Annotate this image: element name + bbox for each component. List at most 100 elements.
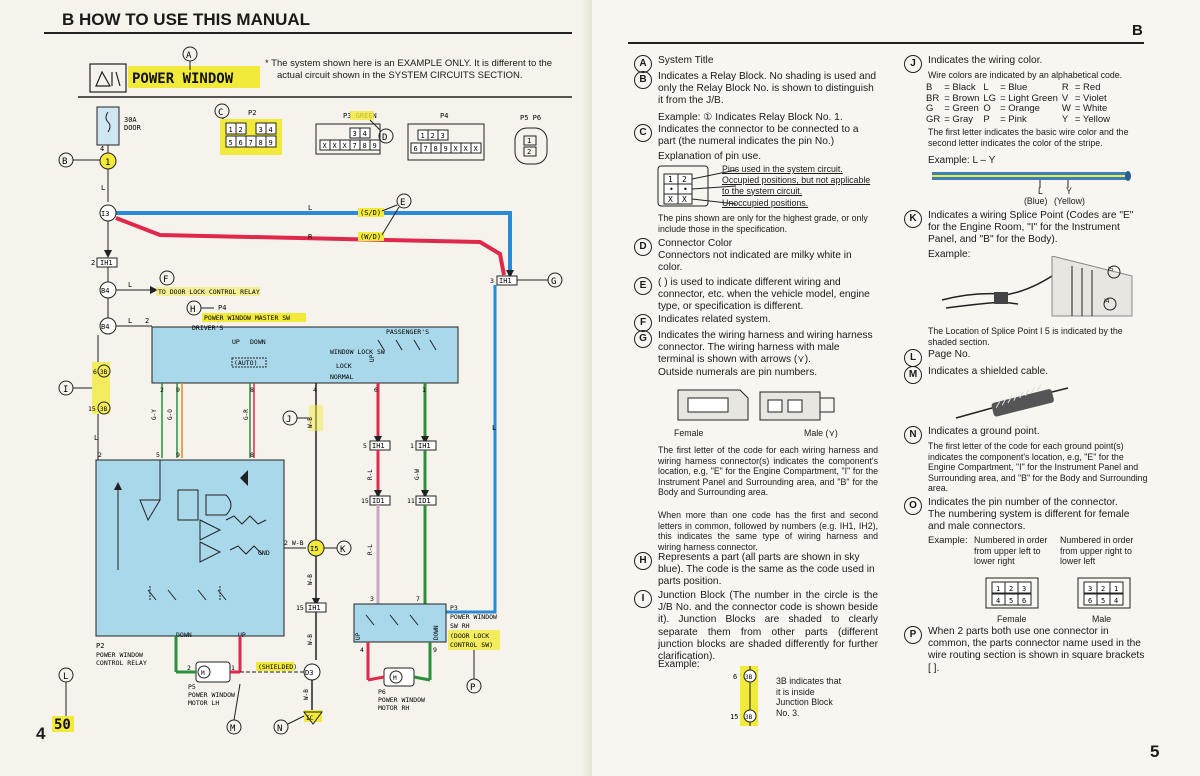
svg-text:3B: 3B xyxy=(100,369,108,376)
pin-number: 6 xyxy=(1088,597,1092,605)
entry-m: M Indicates a shielded cable. xyxy=(904,366,1148,384)
svg-text:8: 8 xyxy=(250,386,254,394)
svg-text:(W/D): (W/D) xyxy=(360,233,381,241)
svg-text:(AUTO): (AUTO) xyxy=(234,359,257,367)
svg-text:WINDOW LOCK SW: WINDOW LOCK SW xyxy=(330,348,385,356)
entry-j: J Indicates the wiring color. xyxy=(904,55,1148,73)
svg-text:1: 1 xyxy=(105,158,110,168)
svg-text:IH1: IH1 xyxy=(308,604,321,612)
svg-text:R: R xyxy=(308,233,313,241)
svg-text:2 W-B: 2 W-B xyxy=(284,539,304,547)
svg-text:IC: IC xyxy=(306,715,314,722)
pin-number: 8 xyxy=(434,145,438,153)
pin-number: 1 xyxy=(421,132,425,140)
female-connector-label: Female xyxy=(997,614,1027,624)
pin-cell xyxy=(265,135,277,148)
svg-text:POWER WINDOW MASTER SW: POWER WINDOW MASTER SW xyxy=(204,314,290,322)
pin-number: 4 xyxy=(996,597,1000,605)
pin-number: 6 xyxy=(1022,597,1026,605)
svg-text:D3: D3 xyxy=(305,669,313,677)
pin-number: 9 xyxy=(444,145,448,153)
svg-text:X: X xyxy=(668,195,673,204)
svg-text:W-B: W-B xyxy=(303,689,310,700)
svg-text:1: 1 xyxy=(410,442,414,450)
fuse-30a: 30A xyxy=(124,116,137,124)
pin-number: 2 xyxy=(239,126,243,134)
callout-k: K xyxy=(340,545,346,555)
pin-number: 4 xyxy=(363,130,367,138)
svg-text:P5: P5 xyxy=(188,683,196,691)
pin-number: 5 xyxy=(1009,597,1013,605)
svg-text:DOWN: DOWN xyxy=(433,625,440,640)
svg-text:W-B: W-B xyxy=(307,417,314,428)
wire-color-cell: Y xyxy=(1061,113,1069,125)
svg-text:P3: P3 xyxy=(450,604,458,612)
svg-text:M: M xyxy=(201,670,205,677)
pin-number: 1 xyxy=(996,585,1000,593)
pin-number: X xyxy=(333,142,338,150)
svg-text:2: 2 xyxy=(527,148,531,156)
svg-text:L: L xyxy=(94,434,98,442)
callout-i: I xyxy=(63,385,68,395)
entry-n: N Indicates a ground point. xyxy=(904,426,1148,444)
pin-number: 9 xyxy=(373,142,377,150)
svg-text:3B: 3B xyxy=(100,406,108,413)
wire-color-cell: B xyxy=(926,82,933,93)
svg-text:UP: UP xyxy=(232,338,240,346)
svg-text:W-B: W-B xyxy=(307,574,314,585)
pin-number: 1 xyxy=(1114,585,1118,593)
wire-color-cell: V xyxy=(1061,92,1069,104)
entry-l: L Page No. xyxy=(904,349,1148,367)
svg-text:ID1: ID1 xyxy=(418,497,431,505)
svg-text:X: X xyxy=(682,195,687,204)
pin-cell xyxy=(265,122,277,135)
pin-number: 7 xyxy=(249,139,253,147)
wire-color-cell: L xyxy=(983,82,989,93)
splice-i5: I5 xyxy=(1108,266,1114,273)
callout-h: H xyxy=(190,305,195,315)
entry-b: B Indicates a Relay Block. No shading is… xyxy=(634,71,878,124)
svg-text:3B: 3B xyxy=(745,674,753,681)
callout-c: C xyxy=(218,108,223,118)
wire-color-cell: = Violet xyxy=(1074,92,1107,104)
svg-text:UP: UP xyxy=(355,632,362,640)
wire-color-cell: P xyxy=(983,113,990,125)
svg-text:SW RH: SW RH xyxy=(450,622,470,630)
svg-text:LOCK: LOCK xyxy=(336,362,352,370)
pin-use-3: Unoccupied positions. xyxy=(722,198,809,208)
svg-text:15: 15 xyxy=(730,713,738,721)
svg-text:8: 8 xyxy=(250,451,254,459)
harness-connector-illustration xyxy=(677,389,835,421)
svg-text:11: 11 xyxy=(407,497,415,505)
jb-example-note: 3B indicates that it is inside Junction … xyxy=(776,676,842,718)
svg-text:GND: GND xyxy=(258,549,270,557)
svg-text:G-W: G-W xyxy=(414,469,421,480)
wire-color-cell: O xyxy=(983,103,991,114)
callout-g: G xyxy=(551,277,556,287)
svg-text:9: 9 xyxy=(176,451,180,459)
svg-text:IH1: IH1 xyxy=(499,277,512,285)
svg-text:•: • xyxy=(683,185,688,194)
svg-text:CONTROL SW): CONTROL SW) xyxy=(450,641,493,649)
svg-text:I3: I3 xyxy=(101,210,109,218)
entry-g: G Indicates the wiring harness and wirin… xyxy=(634,330,878,379)
callout-p: P xyxy=(470,683,476,693)
svg-text:UP: UP xyxy=(369,354,376,362)
harness-code-note-2: When more than one code has the first an… xyxy=(658,510,878,552)
wire-color-note: The first letter indicates the basic wir… xyxy=(928,127,1129,148)
entry-e: E ( ) is used to indicate different wiri… xyxy=(634,277,878,314)
callout-d: D xyxy=(382,133,387,143)
wire-example-illustration xyxy=(932,171,1131,188)
pin-cell xyxy=(359,127,371,139)
wire-color-cell: = White xyxy=(1074,103,1108,114)
svg-text:L: L xyxy=(308,204,312,212)
svg-text:P2: P2 xyxy=(96,642,104,650)
wire-color-cell: R xyxy=(1061,82,1069,93)
callout-f: F xyxy=(163,275,168,285)
pin-number: X xyxy=(464,145,469,153)
pin-number: 3 xyxy=(1088,585,1092,593)
